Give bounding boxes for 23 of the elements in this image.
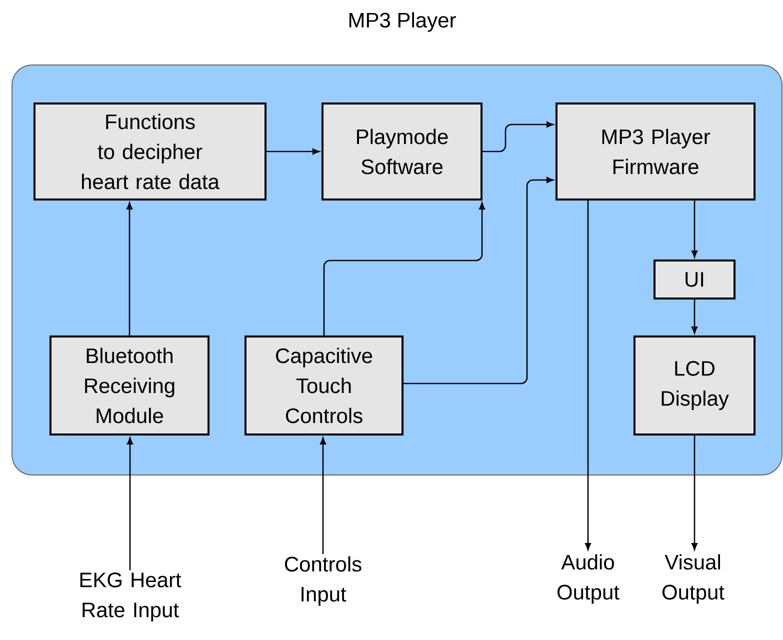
arrow	[692, 436, 698, 550]
process-box: MP3 Player Firmware	[556, 102, 756, 200]
io-label: Controls Input	[284, 556, 362, 606]
io-label: EKG Heart Rate Input	[80, 572, 182, 622]
panel-heading: MP3 Player	[349, 12, 456, 32]
arrow	[692, 300, 698, 334]
io-label: Visual Output	[662, 554, 724, 604]
arrow	[127, 437, 133, 570]
arrow	[323, 202, 485, 336]
process-box: Capacitive Touch Controls	[244, 336, 404, 436]
process-box: UI	[654, 260, 736, 300]
arrow	[320, 437, 326, 554]
process-box: LCD Display	[634, 336, 756, 436]
process-box: Bluetooth Receiving Module	[50, 336, 210, 436]
arrow	[266, 148, 320, 154]
process-box: Playmode Software	[322, 102, 482, 200]
arrow	[692, 200, 698, 258]
process-box: Functions to decipher heart rate data	[34, 102, 266, 200]
arrow	[404, 177, 554, 384]
arrow	[482, 122, 554, 152]
arrow	[126, 202, 132, 336]
arrow	[585, 200, 591, 550]
io-label: Audio Output	[557, 554, 620, 604]
